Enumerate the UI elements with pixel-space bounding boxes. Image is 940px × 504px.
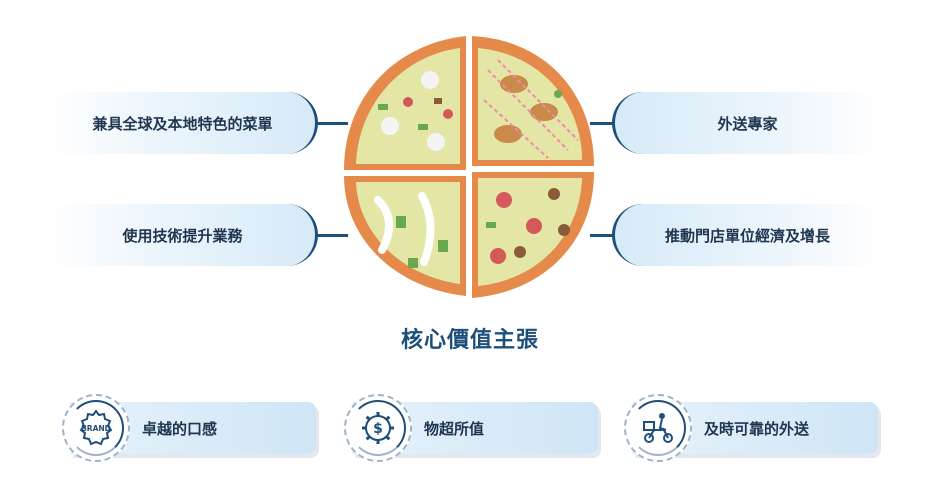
feature-menu-pill: 兼具全球及本地特色的菜單: [50, 92, 318, 154]
pizza-illustration: [344, 36, 594, 298]
feature-menu-label: 兼具全球及本地特色的菜單: [92, 114, 273, 133]
delivery-scooter-icon: [624, 394, 692, 462]
brand-badge-text: BRAND: [81, 424, 111, 433]
connector-line: [316, 234, 348, 237]
connector-line: [590, 122, 614, 125]
feature-growth-label: 推動門店單位經濟及增長: [664, 226, 830, 245]
svg-text:$: $: [373, 421, 383, 437]
feature-tech-label: 使用技術提升業務: [122, 226, 243, 245]
value-card-label: 及時可靠的外送: [704, 419, 810, 438]
value-card-label: 物超所值: [424, 419, 485, 438]
pizza-slice-top-right: [472, 36, 594, 166]
feature-delivery-label: 外送專家: [717, 114, 778, 133]
connector-line: [316, 122, 348, 125]
pizza-slice-bottom-left: [344, 176, 466, 296]
pizza-slice-bottom-right: [472, 172, 594, 298]
core-value-title: 核心價值主張: [400, 328, 539, 353]
brand-badge-icon: BRAND: [62, 394, 130, 462]
value-card-label: 卓越的口感: [142, 419, 218, 438]
feature-growth-pill: 推動門店單位經濟及增長: [612, 204, 880, 266]
feature-tech-pill: 使用技術提升業務: [50, 204, 318, 266]
pizza-slice-top-left: [344, 36, 466, 170]
connector-line: [590, 234, 614, 237]
dollar-gear-icon: $: [344, 394, 412, 462]
feature-delivery-pill: 外送專家: [612, 92, 880, 154]
